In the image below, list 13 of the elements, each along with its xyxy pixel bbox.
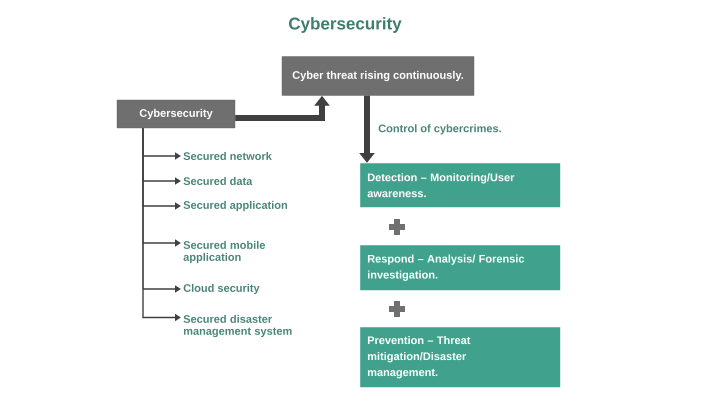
step-box: Detection – Monitoring/User awareness. xyxy=(360,163,560,208)
list-item-text: Secured mobile application xyxy=(184,240,265,264)
list-item-text: Cloud security xyxy=(184,284,260,294)
list-item-text: Secured data xyxy=(184,176,252,186)
list-item-text: Secured disaster management system xyxy=(184,314,292,338)
process-box: Cyber threat rising continuously. xyxy=(282,56,474,96)
edge-label: Control of cybercrimes. xyxy=(378,124,501,134)
step-box: Prevention – Threat mitigation/Disaster management. xyxy=(360,327,560,388)
list-item-text: Secured network xyxy=(184,152,272,160)
title: Cybersecurity xyxy=(289,17,402,33)
list-item-text: Secured application xyxy=(184,200,288,212)
step-box: Respond – Analysis/ Forensic investigation. xyxy=(360,245,560,290)
process-box: Cybersecurity xyxy=(116,100,236,128)
